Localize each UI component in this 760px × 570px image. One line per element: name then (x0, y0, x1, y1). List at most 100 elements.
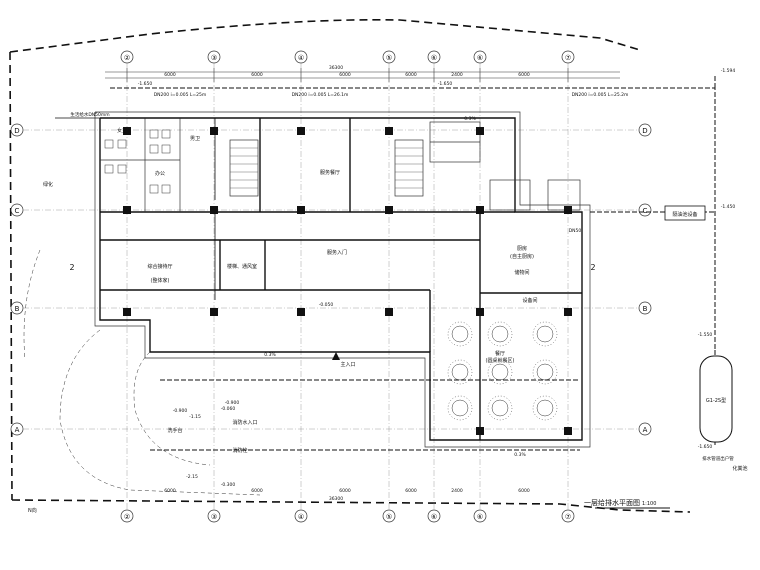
dim-bottom-6: 6000 (518, 488, 530, 494)
elev-b4: -0.900 (225, 400, 240, 406)
elev-right-low: -1.550 (698, 332, 713, 338)
dim-top-2: 6000 (251, 72, 263, 78)
toilet-fixtures (104, 129, 171, 194)
grid-row-right-d: D (642, 127, 647, 135)
dim-top-5: 2400 (451, 72, 463, 78)
room-fire: 消防栓 (232, 447, 247, 454)
elev-bottom-mid: -0.300 (221, 482, 236, 488)
elev-slope-3: DN200 i=0.005 L=25.2m (572, 92, 629, 98)
elev-b7: 0.3% (514, 452, 526, 458)
stair-hatch (230, 147, 423, 189)
grid-axes (23, 63, 640, 510)
dim-top-6: 6000 (518, 72, 530, 78)
grid-top-2: ③ (211, 54, 217, 62)
grid-bottom-5: ⑥ (431, 513, 437, 521)
elev-bottom-left: -2.15 (186, 474, 198, 480)
dim-top-4: 6000 (405, 72, 417, 78)
structural-columns (123, 127, 572, 435)
room-main-entrance: 主入口 (340, 361, 355, 368)
dim-top-3: 6000 (339, 72, 351, 78)
elev-bottom-right: -1.650 (698, 444, 713, 450)
elev-top-right: -1.594 (721, 68, 736, 74)
elev-b5: -0.050 (319, 302, 334, 308)
dim-bottom-3: 6000 (339, 488, 351, 494)
room-storage: 储物间 (514, 269, 529, 276)
room-stair-area: 楼梯、通风室 (227, 263, 257, 270)
grid-bubbles-rows (10, 123, 652, 436)
elev-top-left: -1.650 (138, 81, 153, 87)
grid-bottom-1: ② (124, 513, 130, 521)
grid-top-3: ④ (298, 54, 304, 62)
room-toilet-men: 男卫 (190, 136, 200, 142)
grid-bottom-7: ⑦ (565, 513, 571, 521)
dim-top-total: 36300 (329, 65, 343, 71)
room-service-entrance: 服务入门 (327, 249, 347, 256)
grid-row-right-a: A (643, 426, 648, 434)
grease-trap-label: 隔油池设备 (672, 211, 697, 218)
grid-top-7: ⑦ (565, 54, 571, 62)
grid-top-4: ⑤ (386, 54, 392, 62)
room-equip: 设备间 (522, 297, 537, 304)
elev-sewer-note: 排水管道出户管 (702, 455, 734, 462)
walkway-curves (23, 249, 261, 496)
grid-bottom-3: ④ (298, 513, 304, 521)
dim-bottom-4: 6000 (405, 488, 417, 494)
grid-row-right-b: B (643, 305, 648, 313)
sheet-title: 一层给排水平面图 (584, 498, 640, 507)
elev-top-mid: -1.650 (438, 81, 453, 87)
grid-top-6: ⑥ (477, 54, 483, 62)
room-kitchen-sub: (自主厨房) (510, 253, 534, 260)
grid-row-left-b: B (15, 305, 20, 313)
grid-bottom-6: ⑥ (477, 513, 483, 521)
elev-b3: -0.060 (221, 406, 236, 412)
room-dining-hall: 服务餐厅 (320, 169, 340, 176)
sheet-scale: 1:100 (642, 501, 656, 507)
elev-b2: -1.15 (189, 414, 201, 420)
section-mark-left: 2 (69, 263, 74, 272)
drain-pipes (110, 75, 716, 451)
grid-top-1: ② (124, 54, 130, 62)
dim-bottom-5: 2400 (451, 488, 463, 494)
grid-bubbles-top (120, 50, 575, 64)
elev-slope-2: DN200 i=0.005 L=26.1m (292, 92, 349, 98)
dining-tables (447, 321, 558, 421)
supply-pipe (55, 117, 216, 300)
grease-trap-box (664, 205, 706, 221)
room-kitchen: 厨房 (517, 245, 527, 252)
septic-tank (699, 355, 733, 443)
site-boundary (9, 18, 691, 513)
dim-top-1: 6000 (164, 72, 176, 78)
elev-inner-note: DN50 (569, 228, 582, 234)
room-lounge: 综合接待厅 (147, 263, 172, 270)
room-wash: 洗手台 (167, 427, 182, 434)
room-office: 办公 (155, 170, 165, 177)
room-toilet-women: 女卫 (117, 127, 127, 134)
grid-top-5: ⑥ (431, 54, 437, 62)
dimension-lines-top (105, 68, 620, 82)
grid-row-left-a: A (15, 426, 20, 434)
grid-row-right-c: C (643, 207, 648, 215)
room-septic: 化粪池 (732, 465, 747, 472)
room-dining-area-sub: (圆桌就餐区) (486, 357, 515, 364)
dim-bottom-2: 6000 (251, 488, 263, 494)
room-lounge-sub: (整体家) (151, 277, 170, 284)
building-walls (99, 117, 583, 441)
elev-slope-1: DN200 i=0.005 L=25m (154, 92, 207, 98)
section-mark-right: 2 (590, 263, 595, 272)
elev-b6: 0.3% (264, 352, 276, 358)
grid-bubbles-bottom (120, 509, 575, 523)
grid-bottom-4: ⑤ (386, 513, 392, 521)
elev-b1: -0.900 (173, 408, 188, 414)
tank-label: G1-2S型 (706, 397, 726, 404)
room-fire-entry: 消防水入口 (232, 419, 257, 426)
room-dining-area: 餐厅 (495, 350, 505, 357)
grid-row-left-d: D (14, 127, 19, 135)
dim-bottom-1: 6000 (164, 488, 176, 494)
elev-left-note: 生活给水DN50mm (70, 111, 109, 118)
building-inner-walls (94, 111, 591, 448)
sheet-title-block: 一层给排水平面图 1:100 (584, 498, 670, 509)
grid-bottom-2: ③ (211, 513, 217, 521)
room-left-area: 绿化 (43, 181, 53, 188)
entrance-marker (332, 352, 340, 360)
